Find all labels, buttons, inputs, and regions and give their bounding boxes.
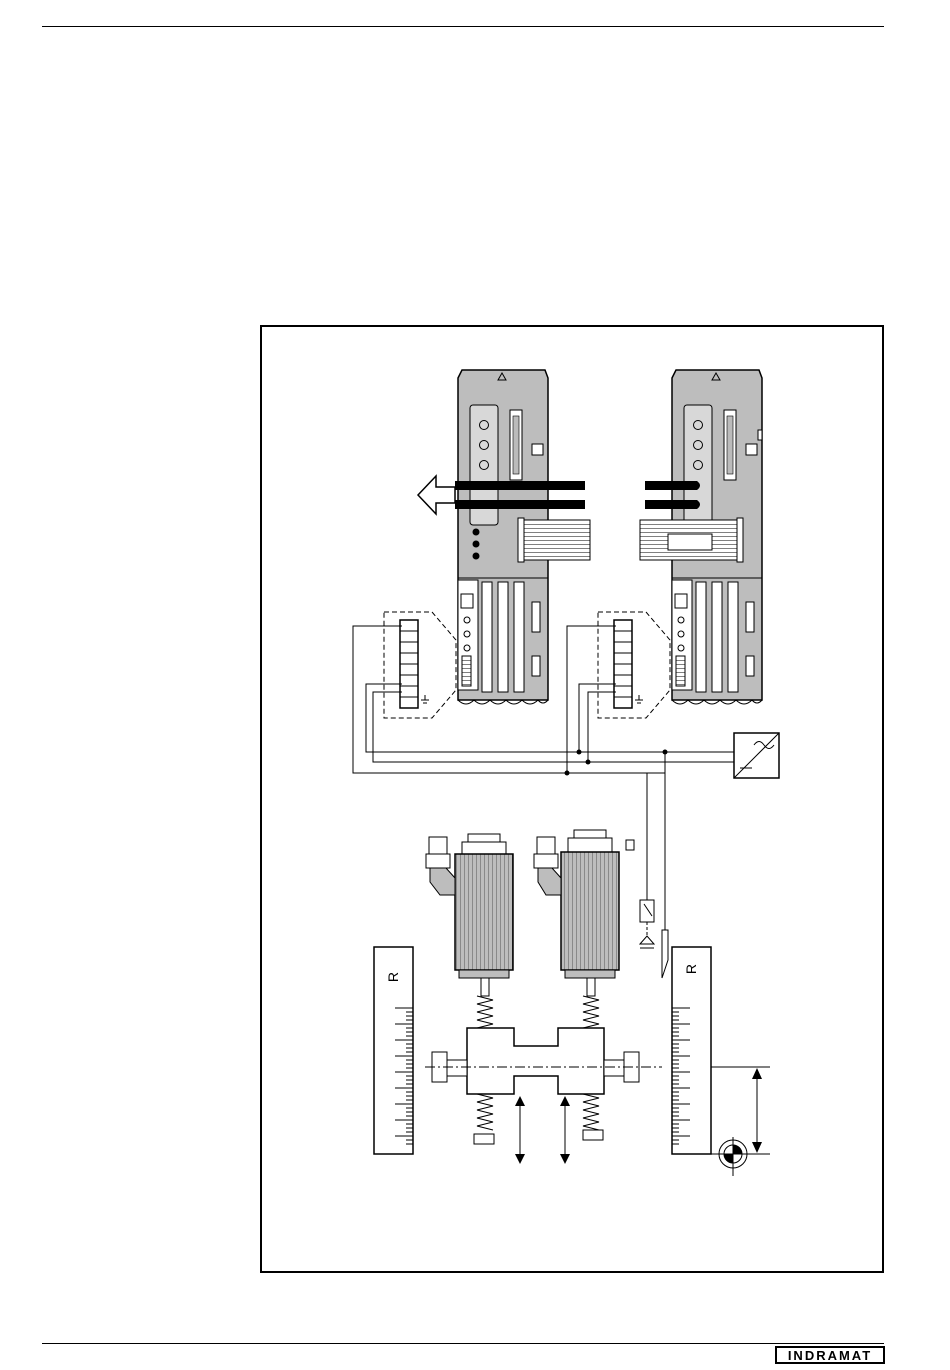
arrow-left-icon [418, 476, 455, 514]
servo-motor-right [534, 830, 634, 978]
linear-scale-right: R [672, 947, 711, 1154]
linear-scale-left: R [374, 947, 413, 1154]
terminal-detail-left [384, 612, 456, 718]
logo-text: INDRAMAT [788, 1349, 872, 1362]
proximity-sensor [662, 900, 668, 978]
indramat-logo: INDRAMAT [775, 1346, 885, 1364]
servo-motor-left [426, 834, 513, 978]
gantry-carriage [425, 1028, 662, 1094]
ground-icon [640, 922, 654, 948]
double-arrow-icon [515, 1096, 570, 1164]
bottom-rule [42, 1343, 884, 1344]
switch-icon [640, 900, 654, 922]
terminal-detail-right [598, 612, 670, 718]
ac-dc-converter-icon [734, 733, 779, 778]
scale-label-left: R [385, 972, 401, 982]
reference-mark-icon [716, 1137, 750, 1176]
scale-label-right: R [683, 964, 699, 974]
ribbon-cable [518, 518, 743, 562]
reference-dimension [711, 1067, 770, 1154]
